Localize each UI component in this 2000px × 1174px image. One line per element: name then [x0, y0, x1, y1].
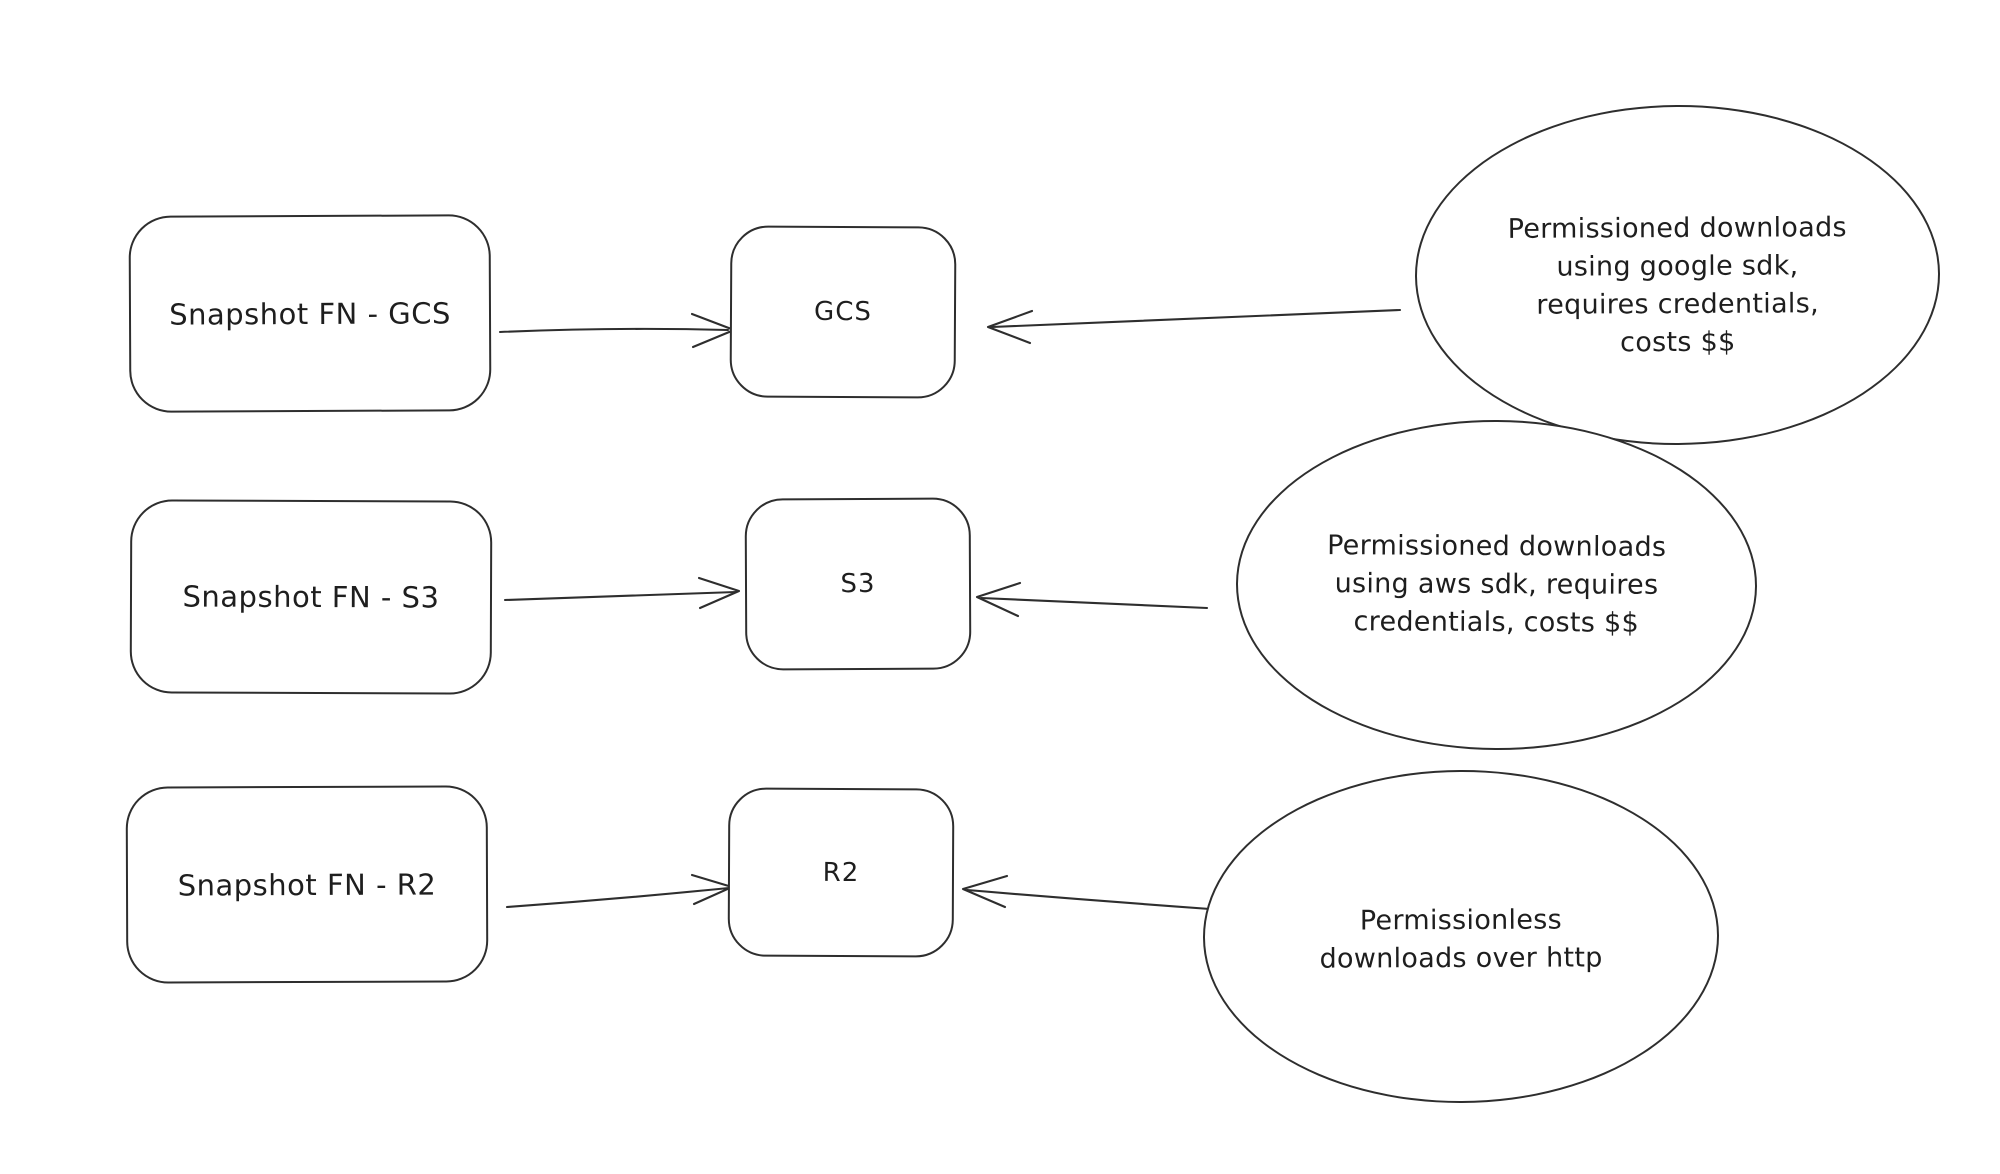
note-line: using google sdk, [1556, 250, 1799, 283]
node-label: GCS [814, 296, 872, 328]
note-line: downloads over http [1319, 941, 1603, 975]
node-label: Snapshot FN - S3 [182, 579, 440, 615]
node-gcs: GCS [729, 225, 957, 399]
node-s3: S3 [744, 497, 972, 671]
note-line: using aws sdk, requires [1334, 568, 1659, 601]
arrow-snapshot-s3-to-s3 [503, 576, 741, 610]
arrow-head-icon [697, 576, 741, 610]
node-snapshot-fn-r2: Snapshot FN - R2 [125, 785, 489, 984]
arrow-head-icon [975, 581, 1022, 618]
note-line: Permissioned downloads [1327, 530, 1667, 563]
arrow-snapshot-gcs-to-gcs [498, 312, 736, 349]
arrow-note-s3-to-s3 [975, 581, 1209, 618]
note-line: Permissionless [1359, 904, 1563, 936]
arrow-note-r2-to-r2 [961, 874, 1212, 911]
note-r2-ellipse: Permissionless downloads over http [1202, 768, 1720, 1105]
arrow-shaft [965, 888, 1212, 911]
node-label: Snapshot FN - GCS [169, 295, 451, 332]
node-label: S3 [840, 568, 876, 600]
node-snapshot-fn-s3: Snapshot FN - S3 [129, 499, 493, 695]
arrow-shaft [503, 590, 738, 602]
note-line: requires credentials, [1536, 288, 1820, 321]
arrow-note-gcs-to-gcs [986, 308, 1402, 345]
arrow-head-icon [961, 874, 1009, 909]
arrow-shaft [505, 886, 731, 909]
arrow-head-icon [986, 309, 1034, 345]
arrow-shaft [498, 327, 730, 334]
note-line: costs $$ [1620, 326, 1736, 359]
node-label: Snapshot FN - R2 [177, 867, 437, 902]
note-line: Permissioned downloads [1507, 212, 1847, 245]
arrow-snapshot-r2-to-r2 [505, 873, 734, 909]
note-s3-ellipse: Permissioned downloads using aws sdk, re… [1235, 418, 1758, 752]
note-line: credentials, costs $$ [1353, 606, 1640, 639]
note-gcs-ellipse: Permissioned downloads using google sdk,… [1414, 103, 1941, 447]
arrow-shaft [990, 308, 1402, 329]
node-label: R2 [822, 857, 860, 888]
arrow-shaft [979, 596, 1209, 610]
node-snapshot-fn-gcs: Snapshot FN - GCS [128, 214, 492, 413]
node-r2: R2 [727, 787, 955, 958]
